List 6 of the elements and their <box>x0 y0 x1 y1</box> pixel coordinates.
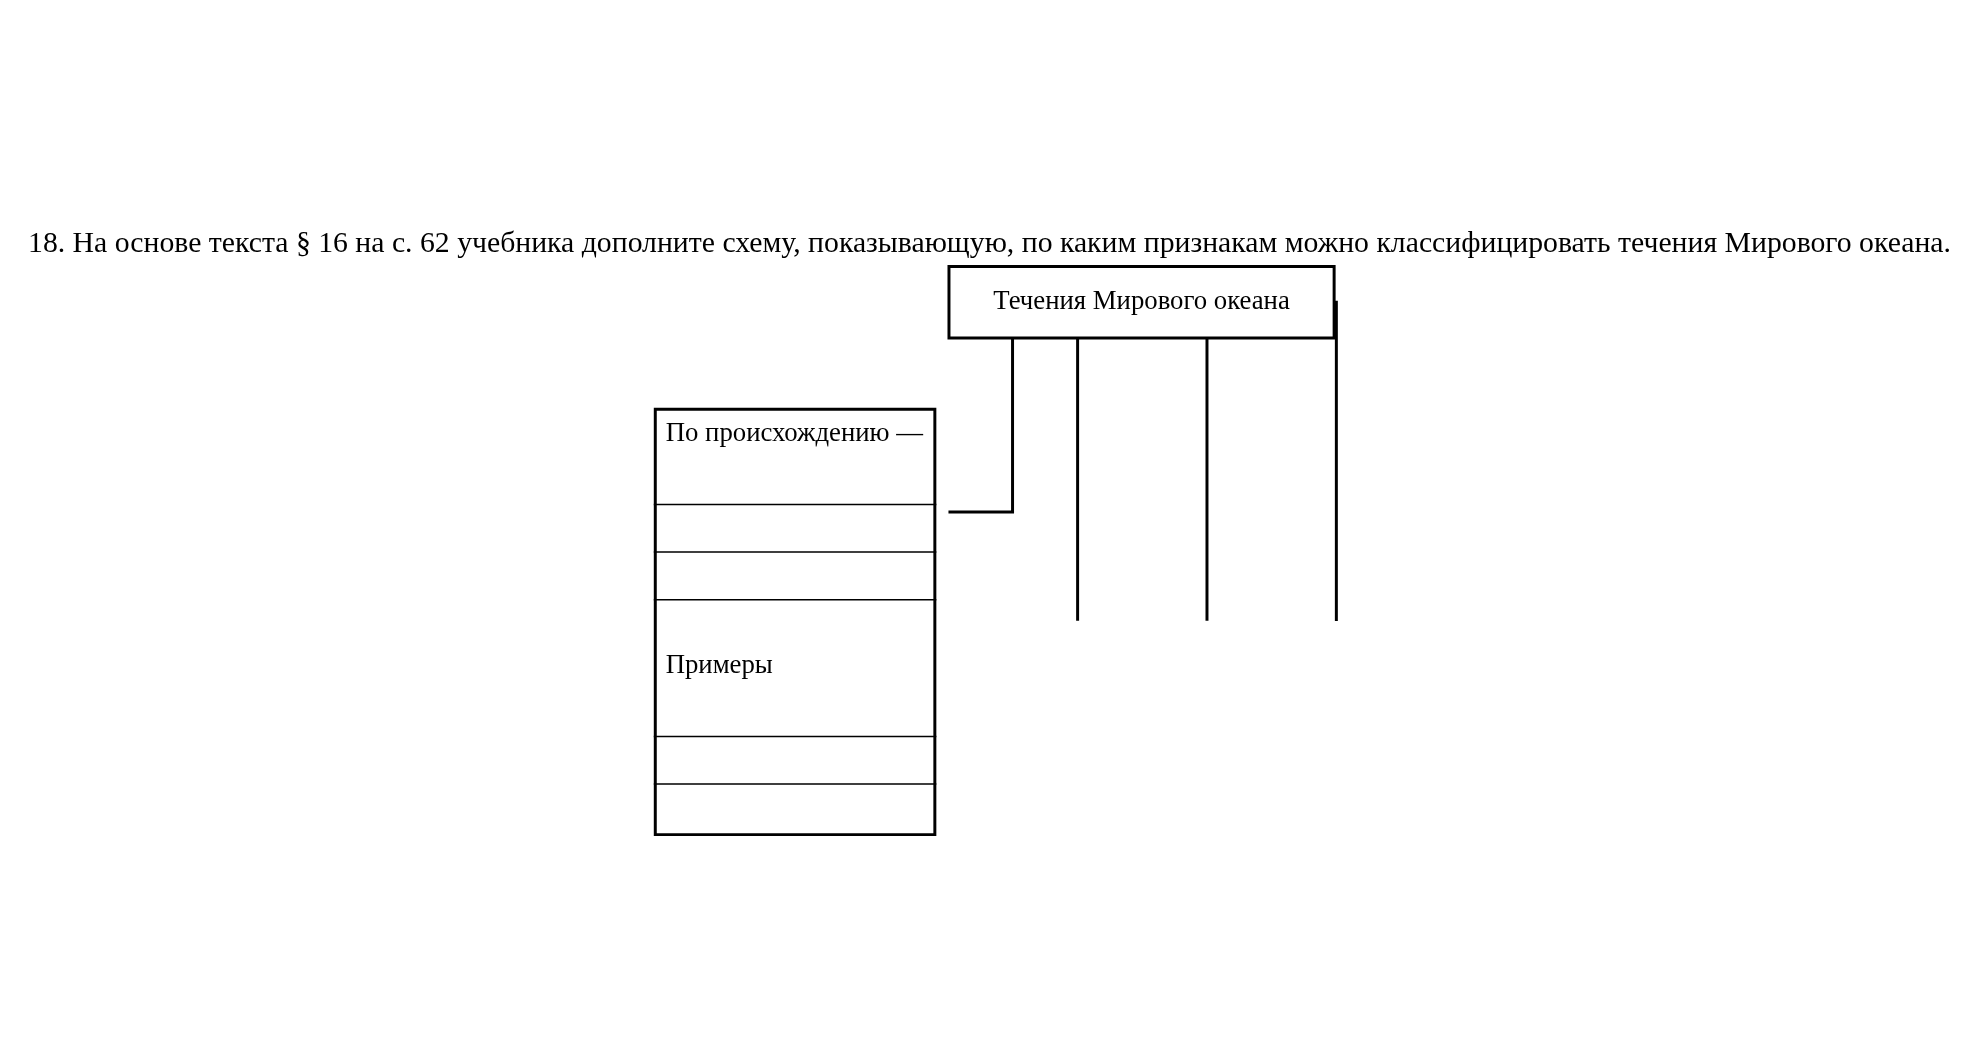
connector <box>948 337 1015 513</box>
node-box: Течения Мирового океана <box>947 264 1336 339</box>
connector <box>1076 337 1080 621</box>
connector <box>1205 337 1209 621</box>
diagram-title: 18. На основе текста § 16 на с. 62 учебника дополните схему, показывающую, по каким признакам можно классифицировать течения Мирового океана. <box>28 224 1951 258</box>
connector <box>1333 300 1338 621</box>
